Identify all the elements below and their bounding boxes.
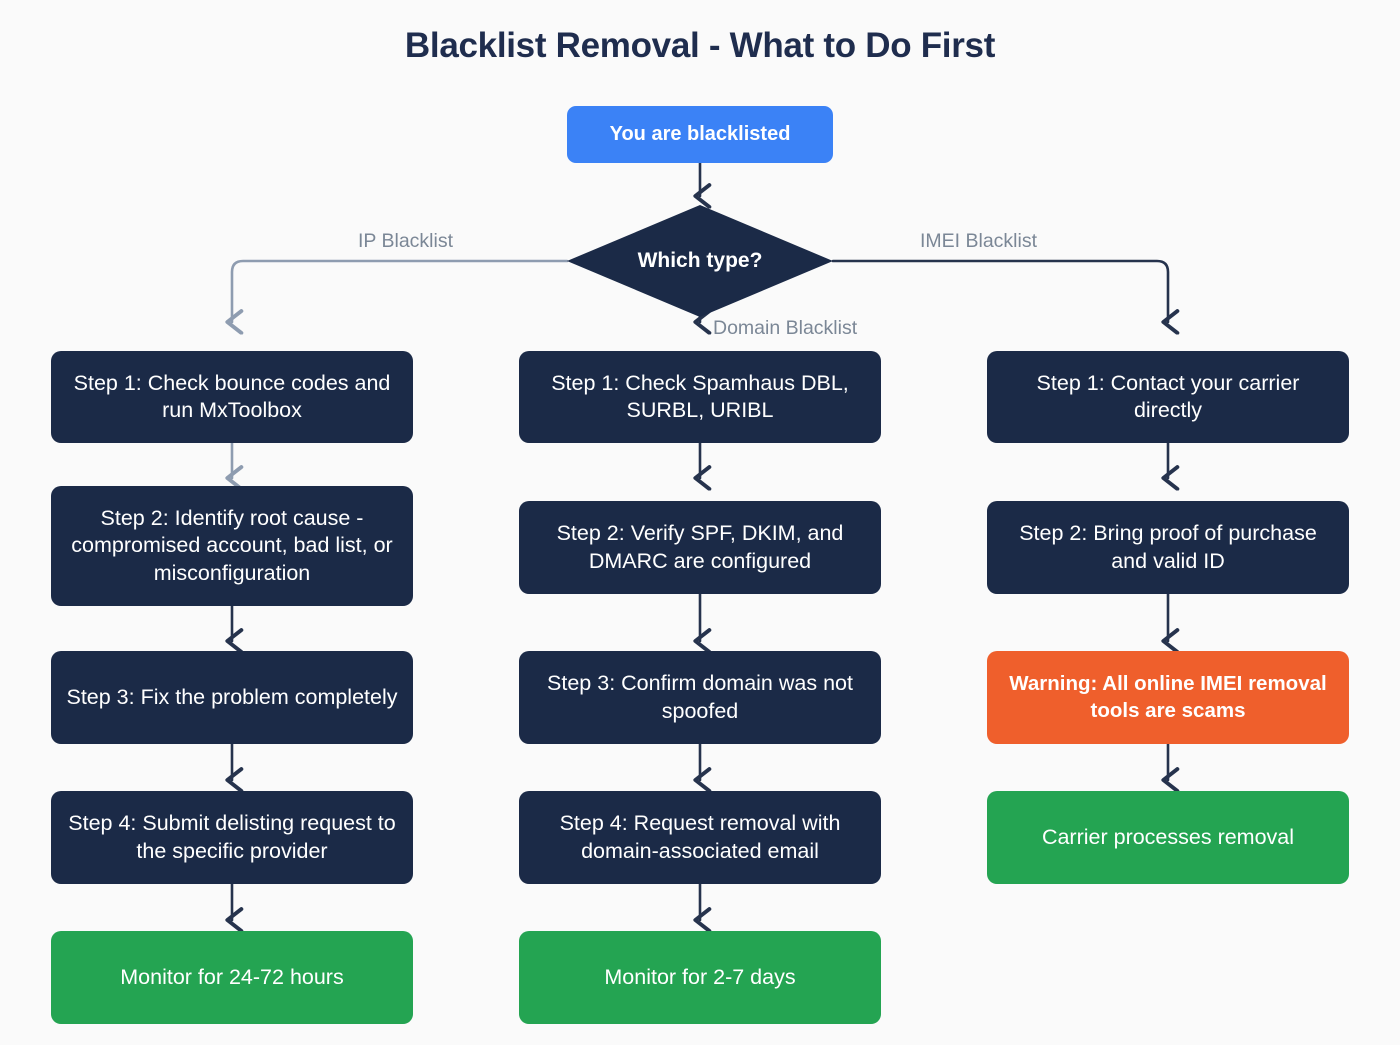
node-ip-step-1[interactable]: Step 1: Check bounce codes and run MxToo… bbox=[51, 351, 413, 443]
node-ip-step-2[interactable]: Step 2: Identify root cause - compromise… bbox=[51, 486, 413, 606]
node-domain-outcome-label: Monitor for 2-7 days bbox=[604, 964, 796, 989]
node-domain-step-1[interactable]: Step 1: Check Spamhaus DBL, SURBL, URIBL bbox=[519, 351, 881, 443]
decision-diamond-shape bbox=[567, 205, 833, 317]
node-imei-outcome-label: Carrier processes removal bbox=[1041, 824, 1295, 849]
node-domain-step-2-label: Step 2: Verify SPF, DKIM, and DMARC are … bbox=[556, 521, 844, 573]
node-decision-label: Which type? bbox=[637, 249, 763, 272]
node-domain-outcome[interactable]: Monitor for 2-7 days bbox=[519, 931, 881, 1024]
node-imei-step-1[interactable]: Step 1: Contact your carrier directly bbox=[987, 351, 1349, 443]
node-domain-step-3[interactable]: Step 3: Confirm domain was not spoofed bbox=[519, 651, 881, 744]
node-imei-warning-label: Warning: All online IMEI removal tools a… bbox=[1009, 672, 1327, 722]
edge-decision-to-ip bbox=[232, 259, 569, 322]
node-start[interactable]: You are blacklisted bbox=[567, 106, 833, 163]
node-ip-outcome-label: Monitor for 24-72 hours bbox=[120, 964, 344, 989]
node-imei-step-2[interactable]: Step 2: Bring proof of purchase and vali… bbox=[987, 501, 1349, 594]
node-imei-warning[interactable]: Warning: All online IMEI removal tools a… bbox=[987, 651, 1349, 744]
node-domain-step-4-label: Step 4: Request removal with domain-asso… bbox=[559, 811, 841, 863]
edge-decision-to-imei bbox=[831, 259, 1168, 322]
edge-label-ip: IP Blacklist bbox=[358, 230, 454, 252]
node-ip-step-3[interactable]: Step 3: Fix the problem completely bbox=[51, 651, 413, 744]
node-domain-step-4[interactable]: Step 4: Request removal with domain-asso… bbox=[519, 791, 881, 884]
node-ip-step-4-label: Step 4: Submit delisting request to the … bbox=[68, 811, 396, 863]
page-title: Blacklist Removal - What to Do First bbox=[404, 26, 996, 65]
node-domain-step-2[interactable]: Step 2: Verify SPF, DKIM, and DMARC are … bbox=[519, 501, 881, 594]
node-start-label: You are blacklisted bbox=[609, 122, 791, 145]
node-imei-step-1-label: Step 1: Contact your carrier directly bbox=[1036, 370, 1300, 422]
node-domain-step-3-label: Step 3: Confirm domain was not spoofed bbox=[547, 671, 853, 723]
node-ip-step-1-label: Step 1: Check bounce codes and run MxToo… bbox=[73, 370, 391, 422]
edge-label-domain: Domain Blacklist bbox=[713, 317, 858, 339]
node-ip-outcome[interactable]: Monitor for 24-72 hours bbox=[51, 931, 413, 1024]
edge-label-imei: IMEI Blacklist bbox=[920, 230, 1038, 252]
node-ip-step-4[interactable]: Step 4: Submit delisting request to the … bbox=[51, 791, 413, 884]
node-ip-step-2-label: Step 2: Identify root cause - compromise… bbox=[71, 506, 393, 585]
node-imei-step-2-label: Step 2: Bring proof of purchase and vali… bbox=[1019, 521, 1317, 573]
node-decision[interactable]: Which type? bbox=[567, 205, 833, 317]
node-domain-step-1-label: Step 1: Check Spamhaus DBL, SURBL, URIBL bbox=[551, 370, 849, 422]
node-imei-outcome[interactable]: Carrier processes removal bbox=[987, 791, 1349, 884]
node-ip-step-3-label: Step 3: Fix the problem completely bbox=[66, 684, 398, 709]
